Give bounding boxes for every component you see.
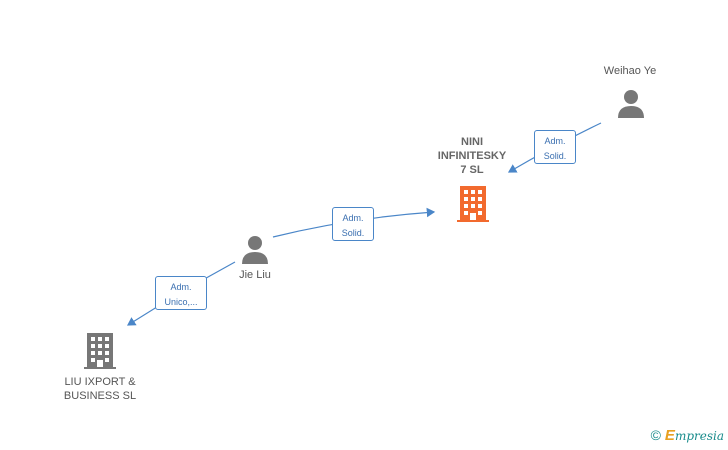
node-weihao-ye[interactable]: Weihao Ye [600,62,660,122]
role-box-weihao-nini[interactable]: Adm. Solid. [534,130,576,164]
node-jie-liu[interactable]: Jie Liu [230,232,280,284]
copyright-mark: ©Empresia [651,427,724,444]
person-icon [618,90,644,118]
role-line: Adm. [170,282,192,292]
role-line: Solid. [543,151,567,161]
role-line: Unico,... [164,297,198,307]
role-line: Adm. [342,213,364,223]
role-box-jieliu-liuixport[interactable]: Adm. Unico,... [155,276,207,310]
brand-logo-text: mpresia [674,429,724,443]
brand-logo-initial: E [664,427,675,444]
node-label: Jie Liu [239,269,271,281]
building-icon [84,333,116,369]
node-nini-infinitesky[interactable]: NINI INFINITESKY 7 SL [430,135,514,225]
node-liu-ixport-business[interactable]: LIU IXPORT & BUSINESS SL [56,333,144,405]
role-line: Adm. [544,136,566,146]
node-label: Weihao Ye [603,65,657,77]
copyright-icon: © [650,427,661,443]
building-icon [457,186,489,222]
node-label: LIU IXPORT & BUSINESS SL [63,376,137,402]
role-box-jieliu-nini[interactable]: Adm. Solid. [332,207,374,241]
node-label: NINI INFINITESKY 7 SL [437,136,507,176]
person-icon [242,236,268,264]
role-line: Solid. [341,228,365,238]
